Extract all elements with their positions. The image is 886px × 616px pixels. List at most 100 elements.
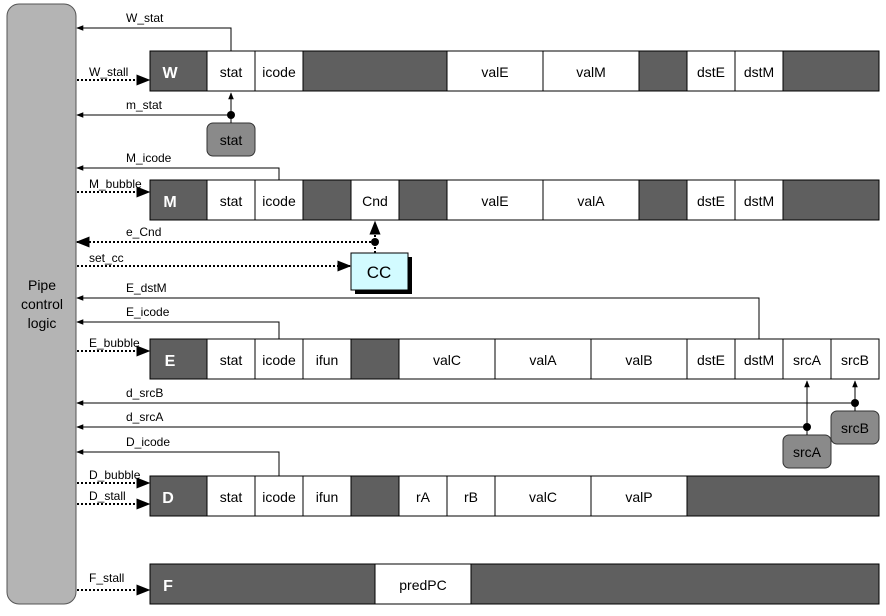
signal-wires xyxy=(75,25,858,596)
E-field-dstE xyxy=(686,338,736,380)
register-F: F predPC xyxy=(149,563,880,605)
stat-logic-block: stat xyxy=(206,122,256,157)
E-field-srcA-label: srcA xyxy=(793,352,822,368)
M-field-valA-label: valA xyxy=(577,193,605,209)
junction-m_stat xyxy=(227,111,235,119)
E-field-dstM-label: dstM xyxy=(744,352,774,368)
junction-d_srcB xyxy=(851,399,859,407)
E-field-dstM xyxy=(734,338,784,380)
junction-e_Cnd xyxy=(371,238,379,246)
F-field-predPC-label: predPC xyxy=(399,577,446,593)
W-field-icode-label: icode xyxy=(262,64,296,80)
register-D-name: D xyxy=(162,490,174,507)
srcA-block-label: srcA xyxy=(793,444,822,460)
D-field-valP-label: valP xyxy=(625,489,652,505)
M-field-dstM xyxy=(734,179,784,221)
label-E_bubble: E_bubble xyxy=(89,336,140,350)
E-field-stat-label: stat xyxy=(220,352,243,368)
cc-block xyxy=(350,252,409,291)
register-M-name: M xyxy=(163,194,176,211)
cc-block-label: CC xyxy=(367,263,392,282)
D-field-rB-label: rB xyxy=(464,489,478,505)
register-F-name: F xyxy=(163,578,173,595)
label-e_Cnd: e_Cnd xyxy=(126,225,161,239)
E-field-valC-label: valC xyxy=(433,352,461,368)
cc-block-group: CC xyxy=(350,252,412,294)
W-field-dstM xyxy=(734,50,784,92)
M-field-stat xyxy=(206,179,256,221)
label-W_stall: W_stall xyxy=(89,65,128,79)
W-field-valM xyxy=(542,50,640,92)
W-field-dstM-label: dstM xyxy=(744,64,774,80)
junction-d_srcA xyxy=(803,423,811,431)
label-E_dstM: E_dstM xyxy=(126,281,167,295)
register-M: M stat icode Cnd valE valA dstE dstM xyxy=(149,179,880,221)
M-field-valE-label: valE xyxy=(481,193,508,209)
W-field-icode xyxy=(254,50,304,92)
E-field-stat xyxy=(206,338,256,380)
D-field-icode xyxy=(254,475,304,517)
srcA-logic-block: srcA xyxy=(782,434,832,469)
wire-D_icode xyxy=(76,449,280,476)
srcB-logic-block: srcB xyxy=(830,410,880,445)
E-field-srcB-label: srcB xyxy=(841,352,869,368)
M-field-dstE xyxy=(686,179,736,221)
M-field-Cnd xyxy=(350,179,400,221)
E-field-valB xyxy=(590,338,688,380)
E-field-srcB xyxy=(830,338,880,380)
W-field-stat-label: stat xyxy=(220,64,243,80)
control-label-line1: Pipe xyxy=(28,277,56,293)
register-W: W stat icode valE valM dstE dstM xyxy=(149,50,880,92)
register-E: E stat icode ifun valC valA valB dstE ds… xyxy=(149,338,880,380)
label-M_icode: M_icode xyxy=(126,151,172,165)
D-field-valC xyxy=(494,475,592,517)
D-field-valP xyxy=(590,475,688,517)
D-field-ifun xyxy=(302,475,352,517)
W-field-dstE-label: dstE xyxy=(697,64,725,80)
wire-E_icode xyxy=(76,319,280,339)
control-label-line2: control xyxy=(21,296,63,312)
M-field-dstM-label: dstM xyxy=(744,193,774,209)
wire-M_icode xyxy=(76,165,280,180)
W-field-valE-label: valE xyxy=(481,64,508,80)
register-F-bar xyxy=(149,563,880,605)
label-d_srcB: d_srcB xyxy=(126,386,163,400)
E-field-srcA xyxy=(782,338,832,380)
E-field-valA xyxy=(494,338,592,380)
label-E_icode: E_icode xyxy=(126,305,170,319)
pipe-control-logic-block xyxy=(6,3,77,605)
wire-W_stat xyxy=(76,25,232,51)
M-field-stat-label: stat xyxy=(220,193,243,209)
label-D_stall: D_stall xyxy=(89,489,126,503)
label-d_srcA: d_srcA xyxy=(126,410,163,424)
M-field-dstE-label: dstE xyxy=(697,193,725,209)
D-field-ifun-label: ifun xyxy=(316,489,339,505)
E-field-ifun xyxy=(302,338,352,380)
F-field-predPC xyxy=(374,563,472,605)
label-F_stall: F_stall xyxy=(89,571,124,585)
W-field-dstE xyxy=(686,50,736,92)
register-E-name: E xyxy=(165,353,176,370)
E-field-icode xyxy=(254,338,304,380)
M-field-Cnd-label: Cnd xyxy=(362,193,388,209)
signal-labels: W_stat W_stall m_stat M_icode M_bubble e… xyxy=(89,11,172,585)
E-field-ifun-label: ifun xyxy=(316,352,339,368)
stat-block-label: stat xyxy=(220,132,243,148)
label-D_bubble: D_bubble xyxy=(89,468,141,482)
register-D: D stat icode ifun rA rB valC valP xyxy=(149,475,880,517)
M-field-valA xyxy=(542,179,640,221)
W-field-valM-label: valM xyxy=(576,64,606,80)
D-field-rA xyxy=(398,475,448,517)
label-D_icode: D_icode xyxy=(126,435,170,449)
W-field-valE xyxy=(446,50,544,92)
D-field-rA-label: rA xyxy=(416,489,431,505)
label-set_cc: set_cc xyxy=(89,251,124,265)
label-m_stat: m_stat xyxy=(126,98,163,112)
E-field-valA-label: valA xyxy=(529,352,557,368)
M-field-icode-label: icode xyxy=(262,193,296,209)
D-field-icode-label: icode xyxy=(262,489,296,505)
register-W-name: W xyxy=(162,65,178,82)
label-M_bubble: M_bubble xyxy=(89,177,142,191)
